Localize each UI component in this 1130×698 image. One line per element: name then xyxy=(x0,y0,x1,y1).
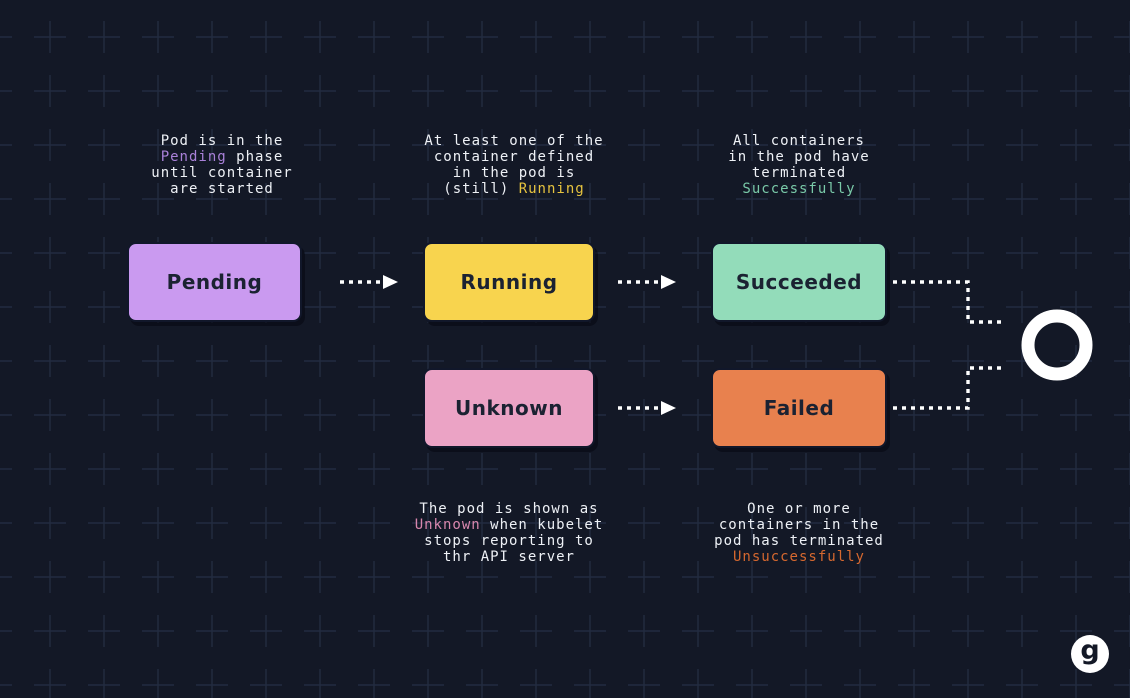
caption-unknown: The pod is shown as Unknown when kubelet… xyxy=(399,501,619,565)
node-failed-label: Failed xyxy=(763,396,835,420)
caption-text: One or more containers in the pod has te… xyxy=(714,501,884,549)
node-pending: Pending xyxy=(127,242,302,322)
elbow-succeeded-to-end xyxy=(893,280,1001,324)
keyword-unsuccessfully: Unsuccessfully xyxy=(732,549,865,565)
caption-text: Pod is in the xyxy=(160,133,284,149)
keyword-successfully: Successfully xyxy=(742,181,856,197)
node-succeeded: Succeeded xyxy=(711,242,887,322)
terminal-end-circle xyxy=(1021,309,1093,381)
caption-text: when kubelet stops reporting to thr API … xyxy=(424,517,604,565)
keyword-unknown: Unknown xyxy=(414,517,481,533)
node-unknown-label: Unknown xyxy=(455,396,563,420)
caption-text: At least one of the container defined in… xyxy=(424,133,604,197)
caption-text: phase until container are started xyxy=(151,149,293,197)
node-unknown: Unknown xyxy=(423,368,595,448)
keyword-pending: Pending xyxy=(160,149,227,165)
caption-failed: One or more containers in the pod has te… xyxy=(689,501,909,565)
caption-text: All containers in the pod have terminate… xyxy=(728,133,870,181)
caption-succeeded: All containers in the pod have terminate… xyxy=(689,133,909,197)
caption-running: At least one of the container defined in… xyxy=(404,133,624,197)
caption-pending: Pod is in the Pending phase until contai… xyxy=(112,133,332,197)
logo-letter-g: g xyxy=(1080,634,1100,666)
elbow-failed-to-end xyxy=(893,366,1001,410)
caption-text: The pod is shown as xyxy=(419,501,599,517)
node-running: Running xyxy=(423,242,595,322)
arrowhead-running-to-succeeded xyxy=(661,275,676,289)
node-pending-label: Pending xyxy=(166,270,263,294)
node-running-label: Running xyxy=(460,270,558,294)
node-failed: Failed xyxy=(711,368,887,448)
logo-badge: g xyxy=(1071,635,1109,673)
keyword-running: Running xyxy=(518,181,585,197)
arrowhead-pending-to-running xyxy=(383,275,398,289)
arrowhead-unknown-to-failed xyxy=(661,401,676,415)
node-succeeded-label: Succeeded xyxy=(735,270,863,294)
